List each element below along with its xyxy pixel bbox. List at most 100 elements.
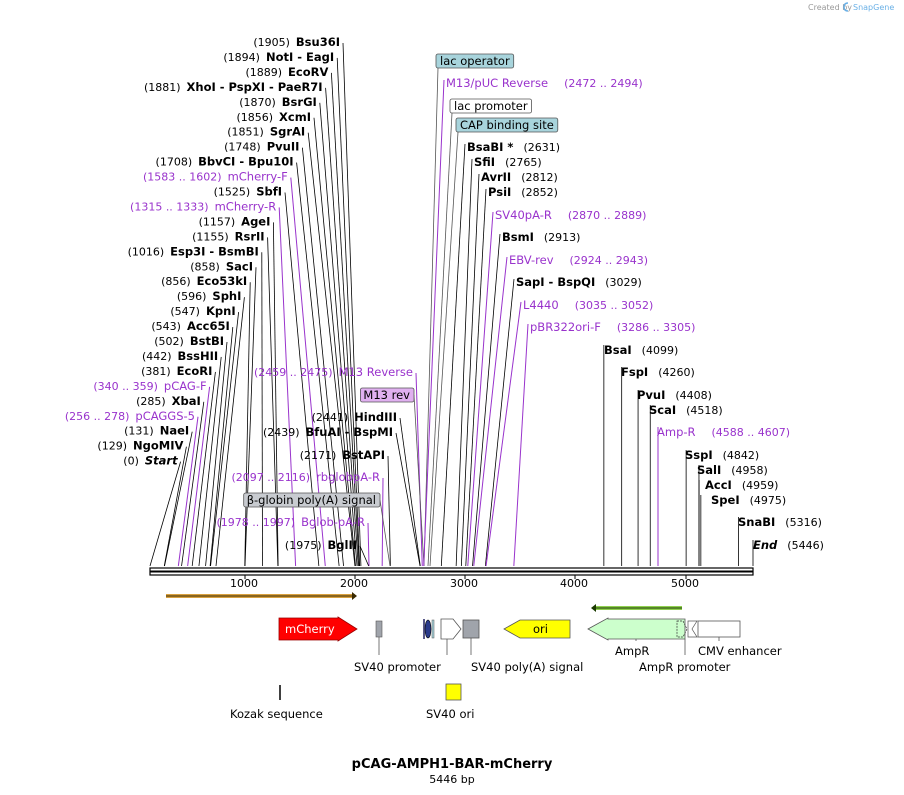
site-bsu36i[interactable]: Bsu36I(1905) [253,35,340,49]
site-sv40pa-r[interactable]: SV40pA-R(2870 .. 2889) [495,208,646,222]
site-amp-r[interactable]: Amp-R(4588 .. 4607) [657,425,790,439]
site-sbfi[interactable]: SbfI(1525) [214,185,282,199]
site-bstapi[interactable]: BstAPI(2171) [300,448,385,462]
site-position: (547) [170,305,200,318]
site-bfuai-bspmi[interactable]: BfuAI - BspMI(2439) [263,425,393,439]
site-l4440[interactable]: L4440(3035 .. 3052) [523,298,653,312]
feature-ampr-promoter-arrow[interactable] [687,620,698,638]
feature-box-label: M13 rev [363,388,410,402]
feature-cap-marker[interactable] [431,619,435,639]
site-ecori[interactable]: EcoRI(381) [141,364,212,378]
site-pcaggs-5[interactable]: pCAGGS-5(256 .. 278) [65,409,195,423]
site-acc65i[interactable]: Acc65I(543) [151,319,229,333]
site-eco53ki[interactable]: Eco53kI(856) [161,274,247,288]
site-pbr322ori-f[interactable]: pBR322ori-F(3286 .. 3305) [530,320,695,334]
site-name: mCherry-F [228,170,288,184]
site-pcag-f[interactable]: pCAG-F(340 .. 359) [93,379,206,393]
site-lac-operator[interactable]: lac operator [435,53,515,69]
site-hindiii[interactable]: HindIII(2441) [312,410,397,424]
site-xbai[interactable]: XbaI(285) [136,394,201,408]
site-position: (4975) [750,494,787,507]
site-lac-promoter[interactable]: lac promoter [449,98,532,114]
site-mcherry-f[interactable]: mCherry-F(1583 .. 1602) [143,170,288,184]
site-fspi[interactable]: FspI(4260) [621,365,695,379]
site-noti-eagi[interactable]: NotI - EagI(1894) [223,50,334,64]
site-mcherry-r[interactable]: mCherry-R(1315 .. 1333) [130,199,276,213]
site-saci[interactable]: SacI(858) [190,259,253,273]
site-position: (5446) [787,539,824,552]
site-bbvci-bpu10i[interactable]: BbvCI - Bpu10I(1708) [156,155,294,169]
feature-lac-marker[interactable] [423,619,425,639]
site-connector [513,323,529,567]
feature-cmv-enhancer[interactable] [697,620,741,638]
site-bsabi[interactable]: BsaBI *(2631) [467,140,560,154]
label-sv40-polya: SV40 poly(A) signal [471,660,583,674]
site-xhoi-pspxi-paer7i[interactable]: XhoI - PspXI - PaeR7I(1881) [144,80,323,94]
site-position: (1905) [253,36,290,49]
site-rsrii[interactable]: RsrII(1155) [192,229,265,243]
site-bsmi[interactable]: BsmI(2913) [502,230,580,244]
site-position: (1315 .. 1333) [130,200,209,213]
site-position: (2852) [521,186,558,199]
site-position: (4842) [723,449,760,462]
site-naei[interactable]: NaeI(131) [124,424,189,438]
site-name: BstBI [190,334,224,348]
site-m13-puc-reverse[interactable]: M13/pUC Reverse(2472 .. 2494) [446,76,643,90]
site-sali[interactable]: SalI(4958) [697,463,768,477]
site-start[interactable]: Start(0) [123,454,178,468]
site-sphi[interactable]: SphI(596) [177,289,242,303]
site-connector [455,158,473,567]
feature-lac-operator-glyph[interactable] [424,619,432,639]
site-sspi[interactable]: SspI(4842) [685,448,759,462]
site-bglob-pa-r[interactable]: Bglob-pA-R(1978 .. 1997) [217,515,366,529]
site-bsshii[interactable]: BssHII(442) [142,349,218,363]
site-bglii[interactable]: BglII(1975) [285,538,357,552]
site-position: (2870 .. 2889) [568,209,647,222]
feature-ampr[interactable] [587,617,686,641]
site-position: (381) [141,365,171,378]
site-acci[interactable]: AccI(4959) [705,478,778,492]
sv40-ori-feature[interactable] [445,683,462,701]
site-spei[interactable]: SpeI(4975) [711,493,786,507]
site-sapi-bspqi[interactable]: SapI - BspQI(3029) [516,275,642,289]
site-position: (3035 .. 3052) [575,299,654,312]
site-pvui[interactable]: PvuI(4408) [637,388,712,402]
site-ebv-rev[interactable]: EBV-rev(2924 .. 2943) [509,253,648,267]
site-bsai[interactable]: BsaI(4099) [604,343,678,357]
tick-label-1000: 1000 [230,577,258,590]
site-snabi[interactable]: SnaBI(5316) [738,515,822,529]
site-end[interactable]: End(5446) [753,538,824,552]
site-kpni[interactable]: KpnI(547) [170,304,235,318]
site-globin-poly-a-signal[interactable]: β-globin poly(A) signal [243,492,381,508]
site-sfii[interactable]: SfiI(2765) [474,155,542,169]
label-ampr: AmpR [615,644,649,658]
site-cap-binding-site[interactable]: CAP binding site [455,117,559,133]
site-ngomiv[interactable]: NgoMIV(129) [97,439,183,453]
feature-sv40-promoter[interactable] [440,618,462,640]
site-name: AgeI [241,214,270,228]
site-xcmi[interactable]: XcmI(1856) [236,110,311,124]
site-rbglobpa-r[interactable]: rbglobpA-R(2097 .. 2116) [232,470,380,484]
feature-sv40-polya[interactable] [462,619,480,639]
site-pvuii[interactable]: PvuII(1748) [224,140,299,154]
site-avrii[interactable]: AvrII(2812) [481,170,558,184]
site-connector [215,297,245,567]
site-name: NotI - EagI [266,50,334,64]
site-connector [244,282,251,567]
site-m13-reverse[interactable]: M13 Reverse(2459 .. 2475) [254,365,413,379]
site-sgrai[interactable]: SgrAI(1851) [227,125,305,139]
site-esp3i-bsmbi[interactable]: Esp3I - BsmBI(1016) [128,244,259,258]
site-agei[interactable]: AgeI(1157) [199,214,271,228]
site-connector [342,42,362,567]
site-bsrgi[interactable]: BsrGI(1870) [239,95,317,109]
feature-box-label: lac promoter [454,99,528,113]
feature-mCherry[interactable]: mCherry [278,616,358,642]
feature-ampr-promoter[interactable] [676,620,688,638]
feature-ori[interactable]: ori [503,619,571,639]
site-bstbi[interactable]: BstBI(502) [154,334,224,348]
feature-small-gray-box[interactable] [375,620,383,638]
site-ecorv[interactable]: EcoRV(1889) [245,65,328,79]
site-scai[interactable]: ScaI(4518) [649,403,723,417]
site-m13-rev[interactable]: M13 rev [360,387,415,403]
site-psii[interactable]: PsiI(2852) [488,185,558,199]
